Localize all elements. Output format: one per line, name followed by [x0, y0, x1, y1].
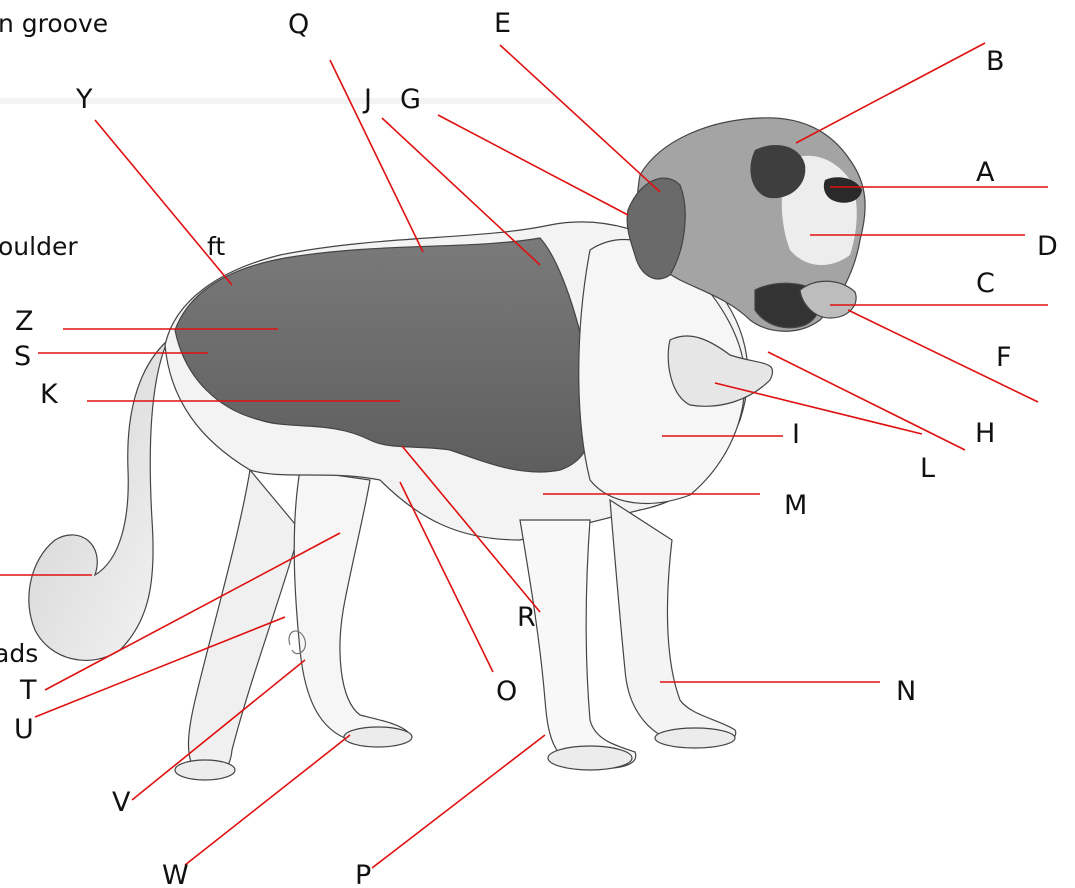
label-M: M: [784, 490, 807, 521]
label-C: C: [976, 268, 995, 299]
label-T: T: [19, 675, 37, 706]
leader-line-L: [715, 383, 922, 434]
dog-hind-leg-far: [188, 470, 300, 776]
dog-front-leg-far: [610, 500, 736, 746]
label-G: G: [400, 84, 421, 115]
dog-hind-leg-near: [294, 470, 410, 745]
label-F: F: [996, 342, 1012, 373]
label-U: U: [14, 714, 34, 745]
label-W: W: [162, 860, 189, 888]
leader-line-P: [372, 735, 545, 868]
dog-illustration: [29, 118, 865, 780]
dog-paw-hind-near: [344, 727, 412, 747]
label-V: V: [112, 787, 131, 818]
cropped-label-ft: ft: [207, 232, 225, 261]
label-B: B: [986, 46, 1005, 77]
label-R: R: [517, 602, 536, 633]
leader-line-G: [438, 115, 628, 215]
label-N: N: [896, 676, 916, 707]
cropped-label-shoulder: oulder: [0, 232, 78, 261]
dog-paw-front-far: [655, 728, 735, 748]
dog-paw-front-near: [548, 746, 632, 770]
label-H: H: [975, 418, 995, 449]
cropped-label-groove: n groove: [0, 9, 108, 38]
label-J: J: [362, 84, 372, 115]
label-O: O: [496, 676, 517, 707]
label-D: D: [1037, 231, 1058, 262]
label-S: S: [14, 341, 31, 372]
label-A: A: [976, 157, 995, 188]
label-Y: Y: [75, 84, 93, 115]
label-Q: Q: [288, 9, 309, 40]
leader-line-B: [796, 43, 985, 143]
label-E: E: [494, 8, 511, 39]
label-P: P: [355, 860, 371, 888]
label-Z: Z: [15, 306, 34, 337]
label-I: I: [792, 419, 800, 450]
cropped-label-pads: ads: [0, 639, 38, 668]
label-L: L: [920, 453, 935, 484]
leader-line-E: [500, 45, 660, 192]
dog-paw-hind-far: [175, 760, 235, 780]
label-K: K: [40, 379, 59, 410]
